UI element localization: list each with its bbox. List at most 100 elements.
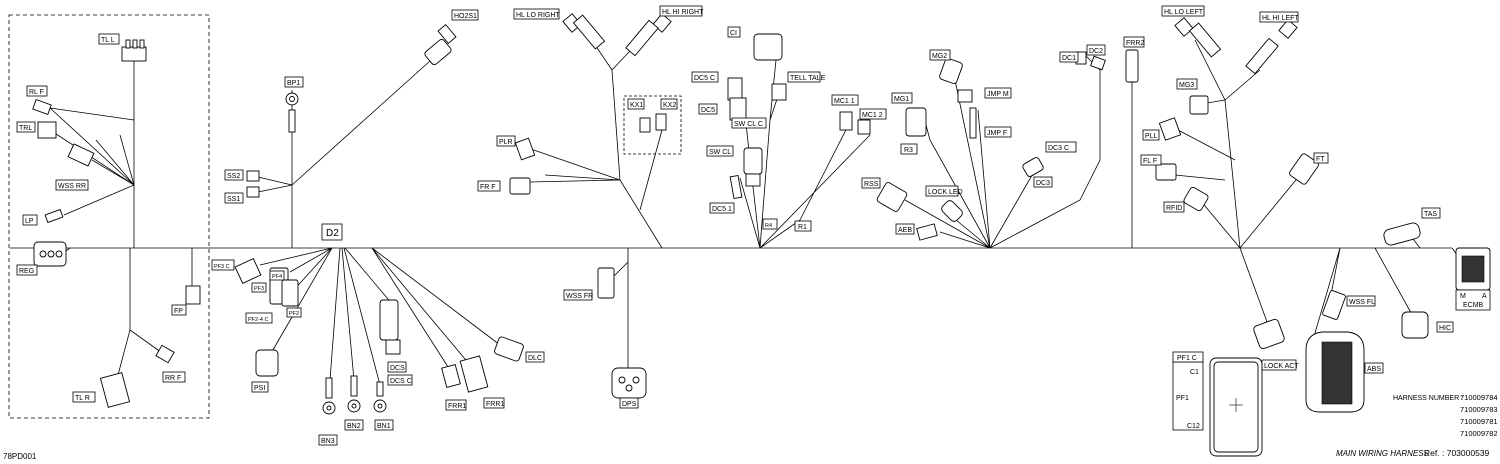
label-ss1: SS1: [224, 192, 244, 204]
label-rl-f: RL F: [26, 85, 48, 97]
svg-text:JMP F: JMP F: [987, 130, 1007, 137]
connector-labels: TL L RL F TRL WSS RR LP REG FP RR F TL R…: [16, 5, 1491, 446]
svg-text:MG3: MG3: [1179, 82, 1194, 89]
svg-text:PLL: PLL: [1145, 133, 1158, 140]
svg-text:RFID: RFID: [1166, 205, 1182, 212]
label-fl-f: FL F: [1140, 154, 1162, 166]
svg-text:HL LO RIGHT: HL LO RIGHT: [516, 12, 560, 19]
label-jmp-f: JMP F: [984, 126, 1012, 138]
label-ho2s1: HO2S1: [451, 9, 479, 21]
harness-number-1: 710009784: [1460, 393, 1498, 402]
svg-text:DC3: DC3: [1036, 180, 1050, 187]
svg-text:AEB: AEB: [898, 227, 912, 234]
label-mg3: MG3: [1176, 78, 1198, 90]
label-dc3: DC3: [1033, 176, 1053, 188]
label-dc3-c: DC3 C: [1045, 141, 1077, 153]
svg-text:TL L: TL L: [101, 37, 115, 44]
label-c1: C1: [1190, 369, 1199, 376]
svg-text:FP: FP: [174, 308, 183, 315]
label-pf3: PF3: [251, 282, 267, 293]
label-wss-fr: WSS FR: [563, 289, 593, 301]
svg-text:REG: REG: [19, 268, 34, 275]
svg-text:BN3: BN3: [321, 438, 335, 445]
label-fp: FP: [171, 304, 187, 316]
svg-text:MC1 1: MC1 1: [834, 98, 855, 105]
label-mc1-1: MC1 1: [831, 94, 859, 106]
svg-text:D2: D2: [326, 228, 339, 239]
svg-text:PSI: PSI: [254, 385, 265, 392]
svg-text:DC5 1: DC5 1: [712, 206, 732, 213]
svg-text:KX2: KX2: [663, 102, 676, 109]
svg-text:TAS: TAS: [1424, 211, 1437, 218]
label-reg: REG: [16, 264, 38, 276]
label-r3: R3: [900, 143, 918, 155]
label-rr-f: RR F: [162, 371, 186, 383]
svg-text:ECMB: ECMB: [1463, 302, 1484, 309]
label-mg1: MG1: [891, 92, 913, 104]
rear-subharness-box: [8, 14, 210, 419]
label-dc1: DC1: [1059, 51, 1079, 63]
harness-number-title: HARNESS NUMBER :: [1393, 395, 1463, 402]
label-pf1: PF1: [1176, 395, 1189, 402]
label-r1: R1: [794, 220, 812, 232]
svg-text:BP1: BP1: [287, 80, 300, 87]
label-frr2: FRR2: [1123, 36, 1145, 48]
svg-text:R4: R4: [765, 223, 772, 229]
svg-text:TRL: TRL: [19, 125, 32, 132]
svg-text:JMP M: JMP M: [987, 91, 1009, 98]
harness-number-3: 710009781: [1460, 417, 1498, 426]
svg-text:M: M: [1460, 293, 1466, 300]
label-c12: C12: [1187, 423, 1200, 430]
connector-bodies: [32, 13, 1491, 457]
label-dc5-1: DC5 1: [709, 202, 735, 214]
svg-text:HL HI LEFT: HL HI LEFT: [1262, 15, 1299, 22]
label-ss2: SS2: [224, 169, 244, 181]
label-dps: DPS: [619, 397, 639, 409]
svg-text:FT: FT: [1316, 156, 1325, 163]
svg-text:RL F: RL F: [29, 89, 44, 96]
label-fr-f: FR F: [477, 180, 501, 192]
label-pf3-c: PF3 C: [211, 259, 235, 271]
label-plr: PLR: [496, 135, 516, 147]
svg-text:BN1: BN1: [377, 423, 391, 430]
svg-text:DC5 C: DC5 C: [694, 75, 715, 82]
label-trl: TRL: [16, 121, 36, 133]
label-pf1-c: PF1 C: [1172, 351, 1204, 363]
label-sw-cl: SW CL: [706, 145, 734, 157]
label-pf4: PF4: [269, 270, 285, 281]
label-dc5: DC5: [698, 103, 718, 115]
svg-text:HL LO LEFT: HL LO LEFT: [1164, 9, 1204, 16]
label-tell-tale: TELL TALE: [787, 71, 826, 83]
label-aeb: AEB: [895, 223, 915, 235]
svg-text:DCS: DCS: [390, 365, 405, 372]
label-dc5-c: DC5 C: [691, 71, 719, 83]
label-dcs-c: DCS C: [387, 374, 413, 386]
label-hl-hi-right: HL HI RIGHT: [659, 5, 704, 17]
label-bn1: BN1: [374, 419, 394, 431]
svg-text:SS1: SS1: [227, 196, 240, 203]
label-sw-cl-c: SW CL C: [731, 117, 767, 129]
label-tas: TAS: [1421, 207, 1441, 219]
svg-text:TL R: TL R: [75, 395, 90, 402]
svg-text:HIC: HIC: [1439, 325, 1451, 332]
svg-text:FRR1: FRR1: [486, 401, 504, 408]
svg-text:PF2-4 C: PF2-4 C: [248, 317, 269, 323]
label-hic: HIC: [1436, 321, 1454, 333]
svg-text:PF4: PF4: [272, 274, 282, 280]
label-hl-lo-right: HL LO RIGHT: [513, 8, 560, 20]
svg-text:LOCK ACT: LOCK ACT: [1264, 363, 1299, 370]
label-pll: PLL: [1142, 129, 1160, 141]
label-jmp-m: JMP M: [984, 87, 1012, 99]
harness-number-2: 710009783: [1460, 405, 1498, 414]
label-bn2: BN2: [344, 419, 364, 431]
svg-text:PF1 C: PF1 C: [1177, 355, 1197, 362]
label-frr1-a: FRR1: [445, 399, 467, 411]
label-lp: LP: [22, 214, 38, 226]
label-hl-hi-left: HL HI LEFT: [1259, 11, 1299, 23]
label-pf2: PF2: [286, 307, 302, 318]
svg-text:WSS FL: WSS FL: [1349, 299, 1375, 306]
label-dc2: DC2: [1086, 44, 1106, 56]
svg-text:DC3 C: DC3 C: [1048, 145, 1069, 152]
svg-text:PF3 C: PF3 C: [214, 264, 230, 270]
